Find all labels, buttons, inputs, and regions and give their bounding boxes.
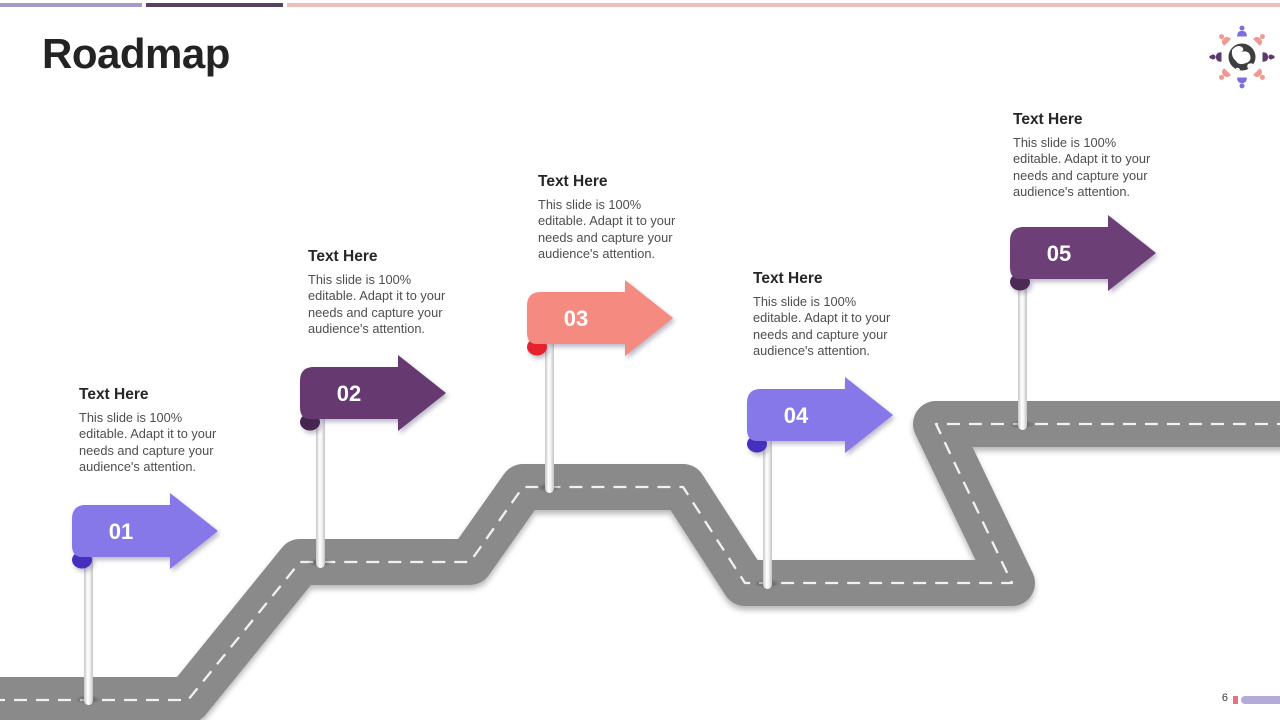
milestone-title: Text Here	[538, 173, 608, 190]
signpost-pole	[762, 433, 772, 589]
flag-arrow-shape	[747, 377, 893, 453]
milestone-text-block: Text Here This slide is 100% editable. A…	[1013, 111, 1175, 200]
milestone-number: 01	[109, 519, 133, 544]
top-accent-bar	[0, 3, 1280, 7]
milestone-description: This slide is 100% editable. Adapt it to…	[79, 410, 217, 474]
footer-accent-bar	[1241, 696, 1280, 704]
flag-arrow-shape	[72, 493, 218, 569]
milestone-arrow-flag: 05	[1010, 215, 1156, 291]
footer-page-number: 6	[1221, 692, 1228, 704]
page-title: Roadmap	[42, 30, 230, 77]
road-centerline	[0, 422, 1280, 702]
milestone-number: 05	[1047, 241, 1071, 266]
flag-arrow-shape	[1010, 215, 1156, 291]
signpost-pole	[83, 549, 93, 705]
accent-segment-2	[146, 3, 283, 7]
milestone-title: Text Here	[753, 270, 823, 287]
milestone-title: Text Here	[1013, 111, 1083, 128]
milestone-arrow-flag: 01	[72, 493, 218, 569]
accent-segment-1	[0, 3, 142, 7]
signpost-pole	[544, 336, 554, 493]
milestone-number: 04	[784, 403, 809, 428]
milestone-arrow-flag: 04	[747, 377, 893, 453]
milestone-arrow-flag: 03	[527, 280, 673, 356]
flag-arrow-shape	[527, 280, 673, 356]
signpost-pole	[1017, 271, 1027, 430]
milestone-arrow-flag: 02	[300, 355, 446, 431]
logo-dot-right	[1271, 55, 1275, 59]
milestone-number: 02	[337, 381, 361, 406]
logo-dot-left	[1209, 55, 1213, 59]
footer-accent-square	[1233, 696, 1238, 704]
milestone-description: This slide is 100% editable. Adapt it to…	[308, 272, 446, 336]
milestone-text-block: Text Here This slide is 100% editable. A…	[79, 386, 241, 475]
milestone-text-block: Text Here This slide is 100% editable. A…	[753, 270, 915, 359]
milestone-description: This slide is 100% editable. Adapt it to…	[753, 294, 891, 358]
milestone-title: Text Here	[79, 386, 149, 403]
accent-segment-3	[287, 3, 1280, 7]
milestone-text-block: Text Here This slide is 100% editable. A…	[538, 173, 700, 262]
milestone-number: 03	[564, 306, 588, 331]
milestone-text-block: Text Here This slide is 100% editable. A…	[308, 248, 470, 337]
milestone-description: This slide is 100% editable. Adapt it to…	[1013, 135, 1151, 199]
globe-people-logo-icon	[1209, 25, 1275, 89]
milestone-description: This slide is 100% editable. Adapt it to…	[538, 197, 676, 261]
flag-arrow-shape	[300, 355, 446, 431]
signpost-pole	[315, 411, 325, 568]
milestone-title: Text Here	[308, 248, 378, 265]
